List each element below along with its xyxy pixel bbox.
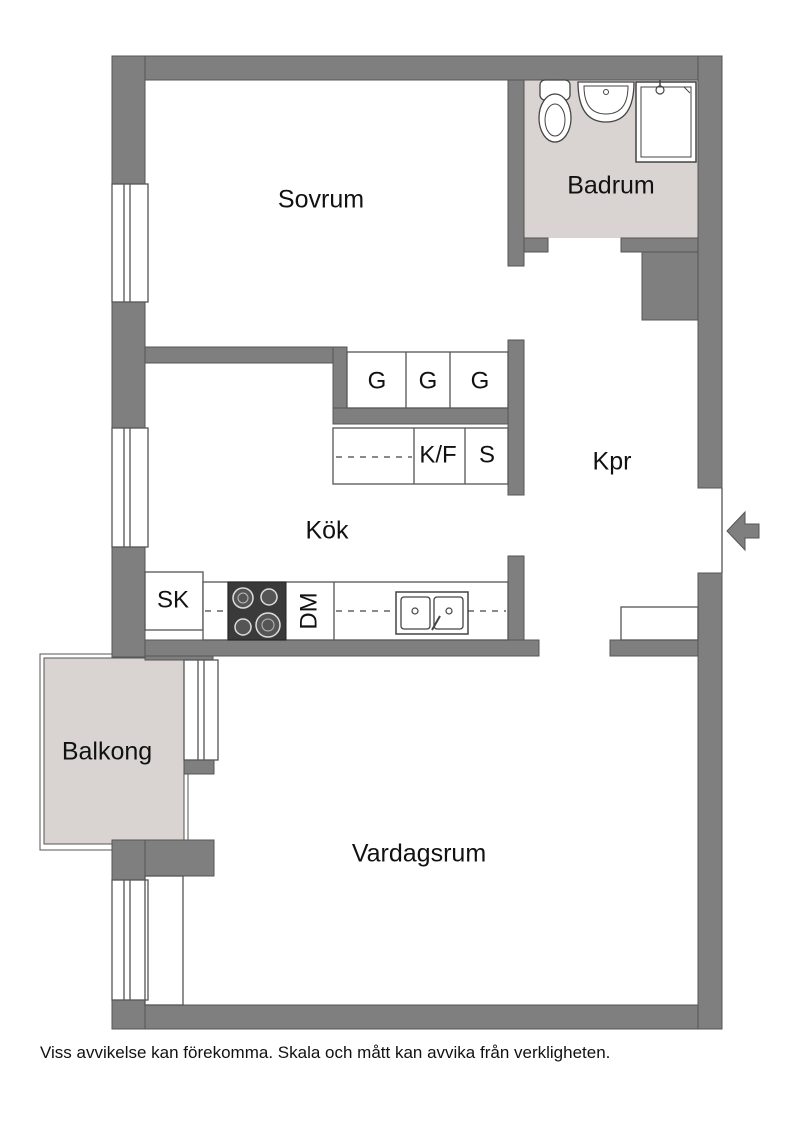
outer-walls xyxy=(111,55,723,1030)
room-label-kok: Kök xyxy=(305,517,349,545)
disclaimer-text: Viss avvikelse kan förekomma. Skala och … xyxy=(40,1043,611,1062)
room-label-kpr: Kpr xyxy=(593,448,632,476)
window-kok xyxy=(111,427,149,548)
storage-label: S xyxy=(479,441,495,468)
fridge-freezer-label: K/F xyxy=(419,441,456,468)
window-sovrum xyxy=(111,183,149,303)
toilet-icon xyxy=(538,79,572,143)
balkong-floor xyxy=(43,657,185,845)
wardrobe-label: G xyxy=(419,367,438,394)
interior-walls xyxy=(144,79,699,877)
pantry-label: SK xyxy=(157,586,189,613)
entrance-arrow-icon xyxy=(726,510,760,552)
wardrobe-label: G xyxy=(368,367,387,394)
window-vardagsrum xyxy=(111,875,184,1006)
kitchen-sink-icon xyxy=(395,591,469,635)
room-label-badrum: Badrum xyxy=(567,172,655,200)
shower-icon xyxy=(635,80,697,163)
wardrobes xyxy=(346,351,509,409)
wardrobe-label: G xyxy=(471,367,490,394)
room-label-balkong: Balkong xyxy=(62,738,152,766)
upper-kitchen-counter xyxy=(332,427,509,485)
washbasin-icon xyxy=(577,81,635,123)
stove-icon xyxy=(227,581,287,641)
room-label-sovrum: Sovrum xyxy=(278,186,364,214)
balcony-door xyxy=(183,659,219,761)
room-label-vardagsrum: Vardagsrum xyxy=(352,840,486,868)
hall-cabinet xyxy=(620,606,699,641)
dishwasher-label: DM xyxy=(295,592,322,629)
